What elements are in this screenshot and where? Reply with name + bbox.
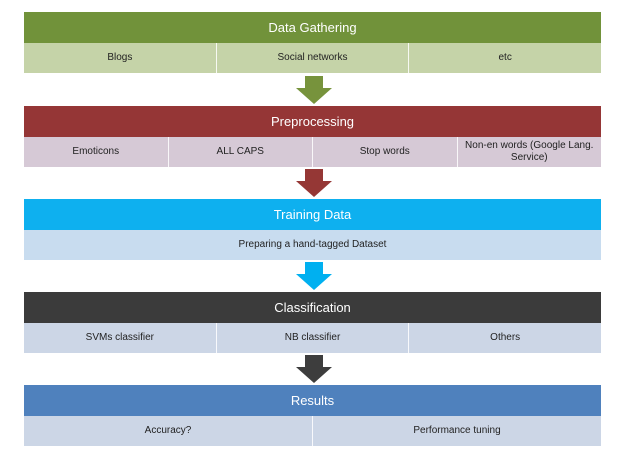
stage-training-data: Training Data Preparing a hand-tagged Da… [24,199,601,260]
stage-results: Results Accuracy? Performance tuning [24,385,601,446]
stage-title: Preprocessing [270,114,355,129]
stage-items-row: Blogs Social networks etc [24,43,601,73]
stage-preprocessing: Preprocessing Emoticons ALL CAPS Stop wo… [24,106,601,167]
stage-item: Social networks [215,43,409,73]
stage-items-row: Emoticons ALL CAPS Stop words Non-en wor… [24,137,601,167]
stage-item: ALL CAPS [167,137,313,167]
stage-header: Training Data [24,199,601,230]
down-arrow-icon [296,169,332,197]
down-arrow-icon [296,76,332,104]
stage-item: Emoticons [72,146,120,157]
stage-items-row: SVMs classifier NB classifier Others [24,323,601,353]
stage-header: Data Gathering [24,12,601,43]
stage-item: Performance tuning [312,416,601,446]
stage-items-row: Preparing a hand-tagged Dataset [24,230,601,260]
stage-item: Non-en words (Google Lang. Service) [456,137,602,167]
stage-item: etc [408,43,601,73]
stage-data-gathering: Data Gathering Blogs Social networks etc [24,12,601,73]
stage-items-row: Accuracy? Performance tuning [24,416,601,446]
stage-header: Classification [24,292,601,323]
stage-header: Preprocessing [24,106,601,137]
stage-item: SVMs classifier [85,332,155,343]
stage-header: Results [24,385,601,416]
stage-title: Results [290,393,335,408]
stage-item: Accuracy? [144,425,192,436]
stage-title: Data Gathering [268,20,357,35]
stage-title: Training Data [273,207,352,222]
stage-item: NB classifier [215,323,409,353]
stage-item: Preparing a hand-tagged Dataset [238,239,387,250]
stage-classification: Classification SVMs classifier NB classi… [24,292,601,353]
down-arrow-icon [296,355,332,383]
down-arrow-icon [296,262,332,290]
stage-item: Stop words [312,137,457,167]
stage-item: Others [408,323,601,353]
stage-title: Classification [274,300,351,315]
stage-item: Blogs [107,52,133,63]
